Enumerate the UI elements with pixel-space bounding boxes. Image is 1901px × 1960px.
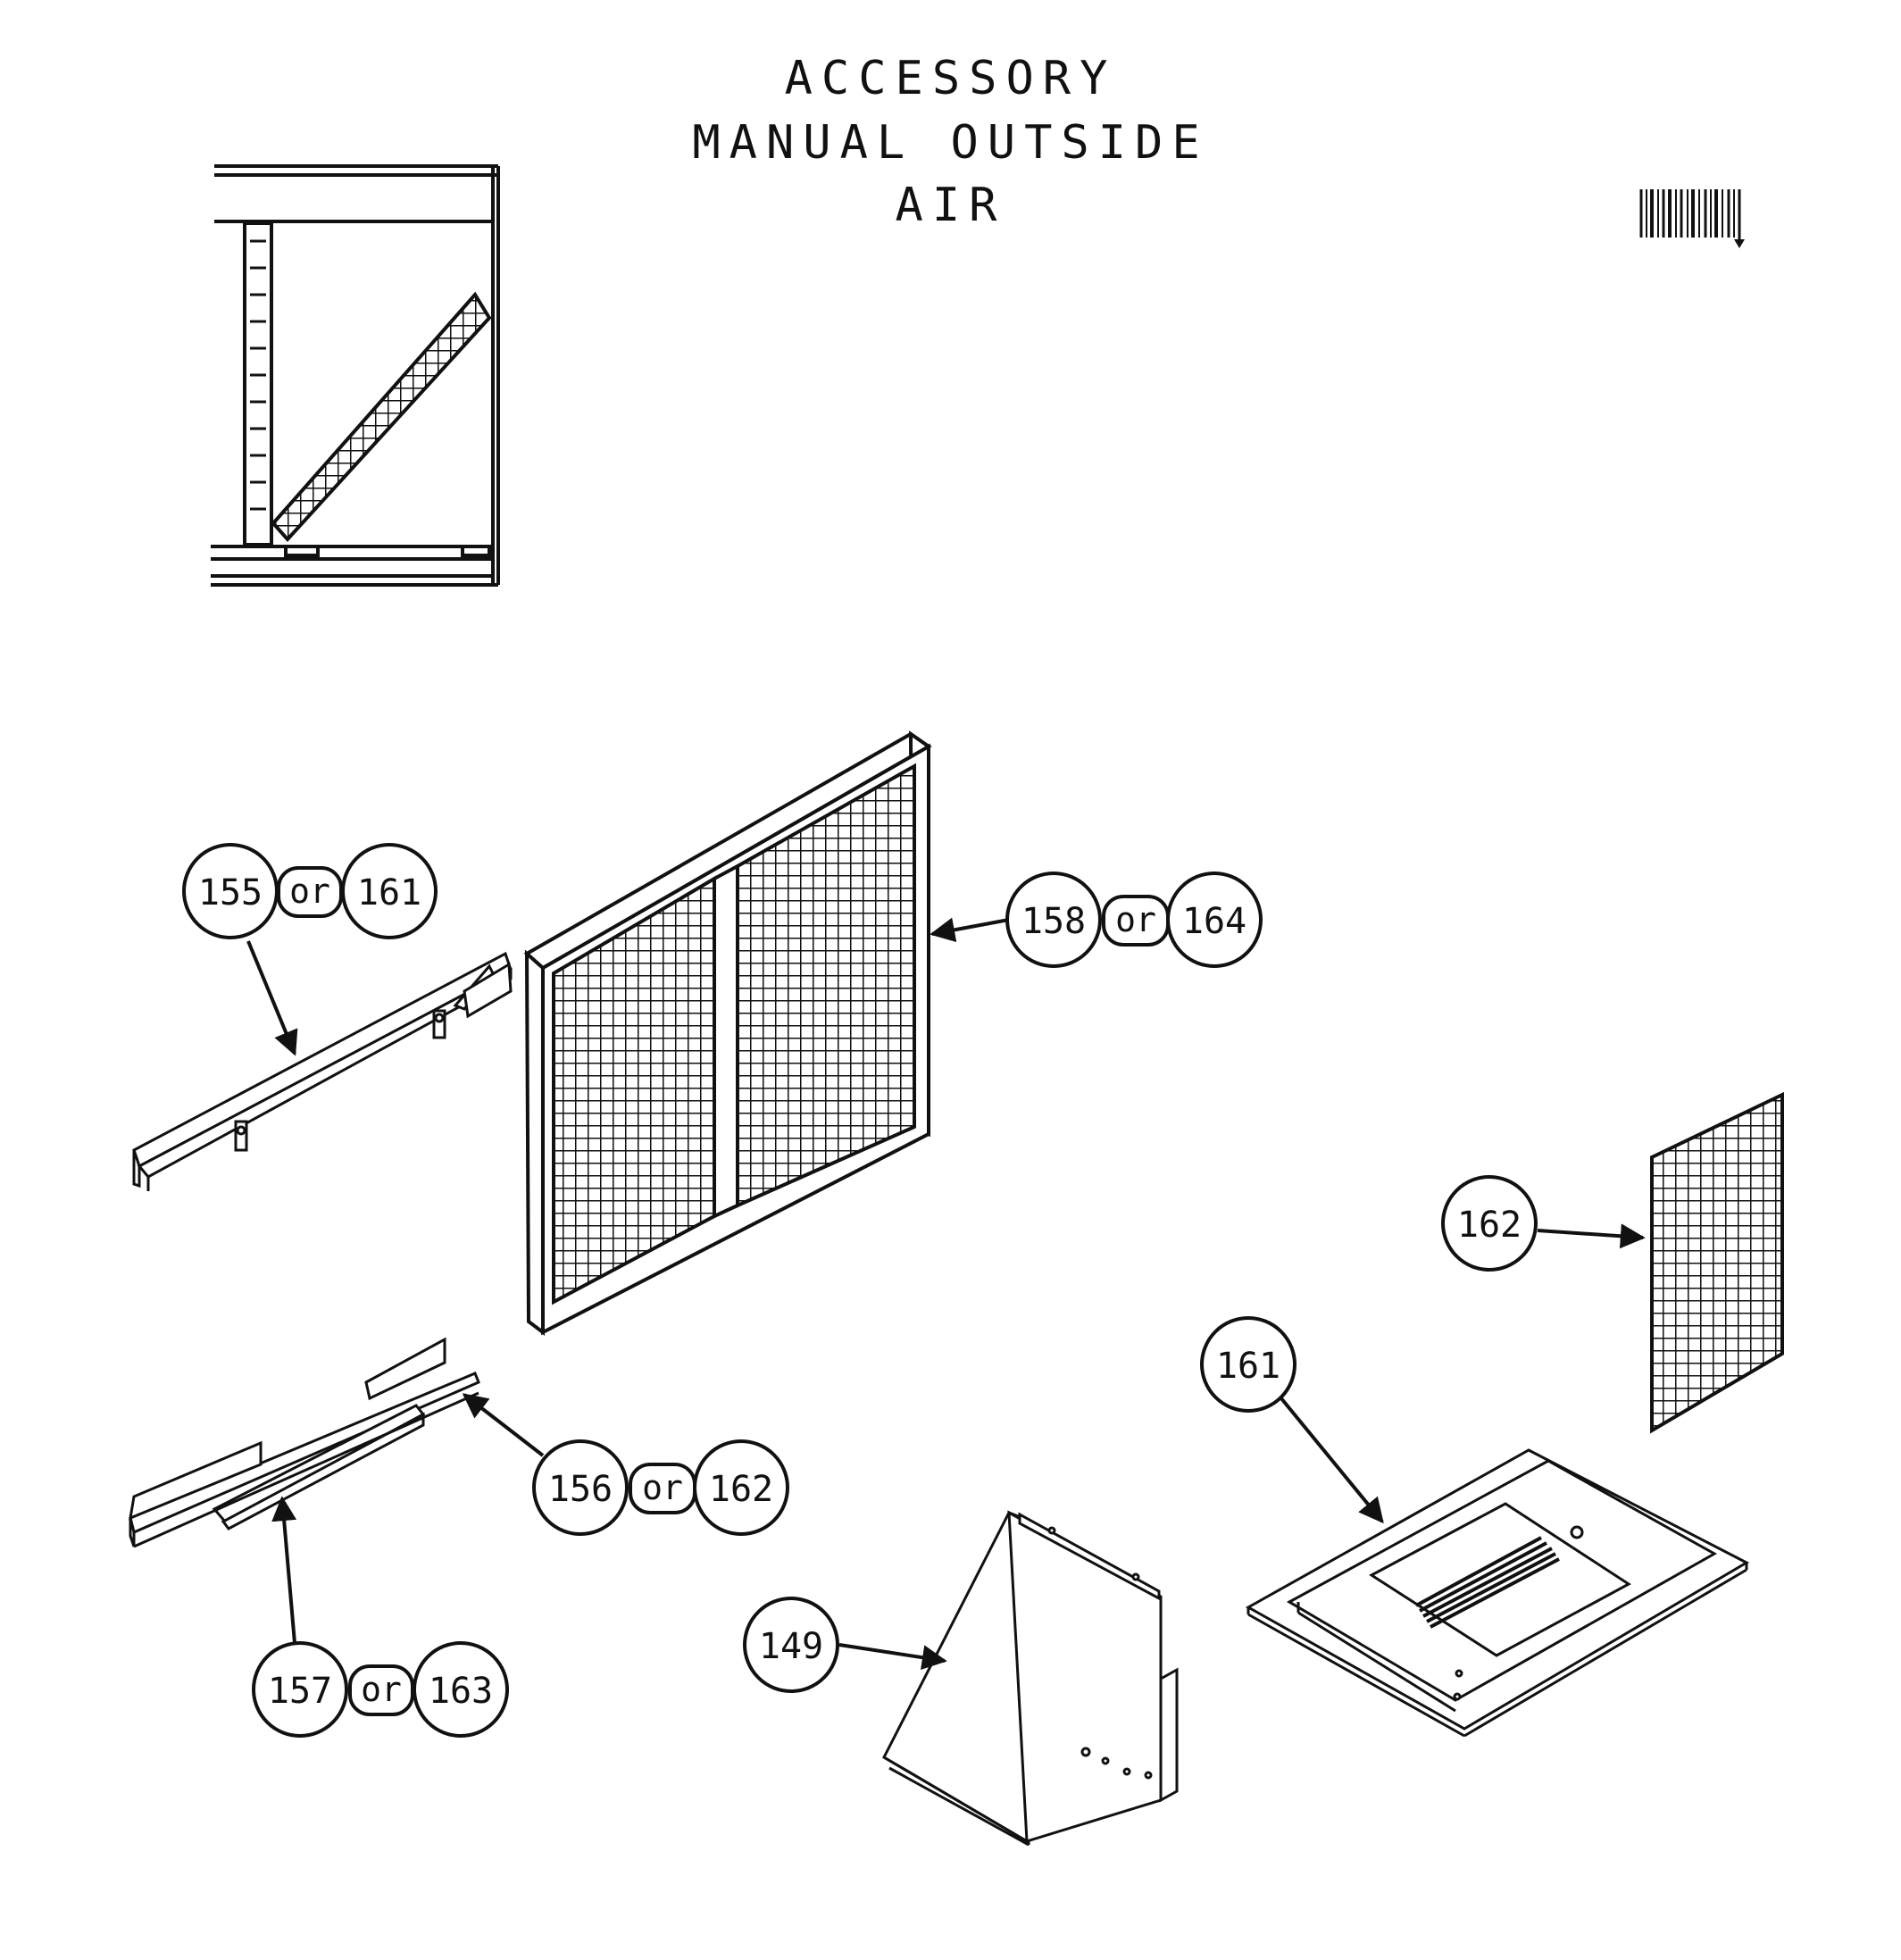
part-top-rail: [132, 951, 513, 1191]
callout-or-word: or: [289, 872, 330, 911]
callout-158: 158: [1021, 901, 1086, 942]
title-line-3: AIR: [895, 179, 1006, 232]
callout-162-label: 162: [1457, 1205, 1522, 1246]
callout-155-or-161: 155 or 161: [182, 843, 438, 939]
callout-155: 155: [198, 872, 263, 913]
callout-162-alt: 162: [709, 1469, 773, 1510]
callout-149-label: 149: [759, 1626, 823, 1667]
callout-163: 163: [429, 1671, 493, 1712]
unit-overview-drawing: [211, 164, 500, 587]
callout-158-or-164: 158 or 164: [1005, 872, 1263, 968]
callout-or-word: or: [642, 1468, 683, 1507]
callout-157: 157: [268, 1671, 332, 1712]
part-bottom-rail: [129, 1337, 480, 1548]
callout-161-label: 161: [1216, 1346, 1280, 1387]
callout-149: 149: [743, 1597, 839, 1693]
leader-lines: [246, 917, 1646, 1671]
part-hood: [882, 1510, 1179, 1847]
barcode-icon: [1639, 189, 1745, 248]
part-damper-plate: [1245, 1448, 1750, 1738]
callout-164: 164: [1182, 901, 1246, 942]
callout-or-word: or: [1115, 900, 1156, 939]
callout-161-alt: 161: [357, 872, 421, 913]
title-line-2: MANUAL OUTSIDE: [692, 116, 1209, 170]
callout-156: 156: [548, 1469, 613, 1510]
part-filter-screen: [1650, 1091, 1784, 1434]
callout-157-or-163: 157 or 163: [252, 1641, 509, 1738]
part-filter-frame: [523, 730, 932, 1336]
title-line-1: ACCESSORY: [784, 52, 1117, 105]
callout-156-or-162: 156 or 162: [532, 1439, 789, 1536]
callout-161: 161: [1200, 1316, 1297, 1413]
callout-or-word: or: [361, 1670, 402, 1709]
callout-162: 162: [1441, 1175, 1538, 1272]
